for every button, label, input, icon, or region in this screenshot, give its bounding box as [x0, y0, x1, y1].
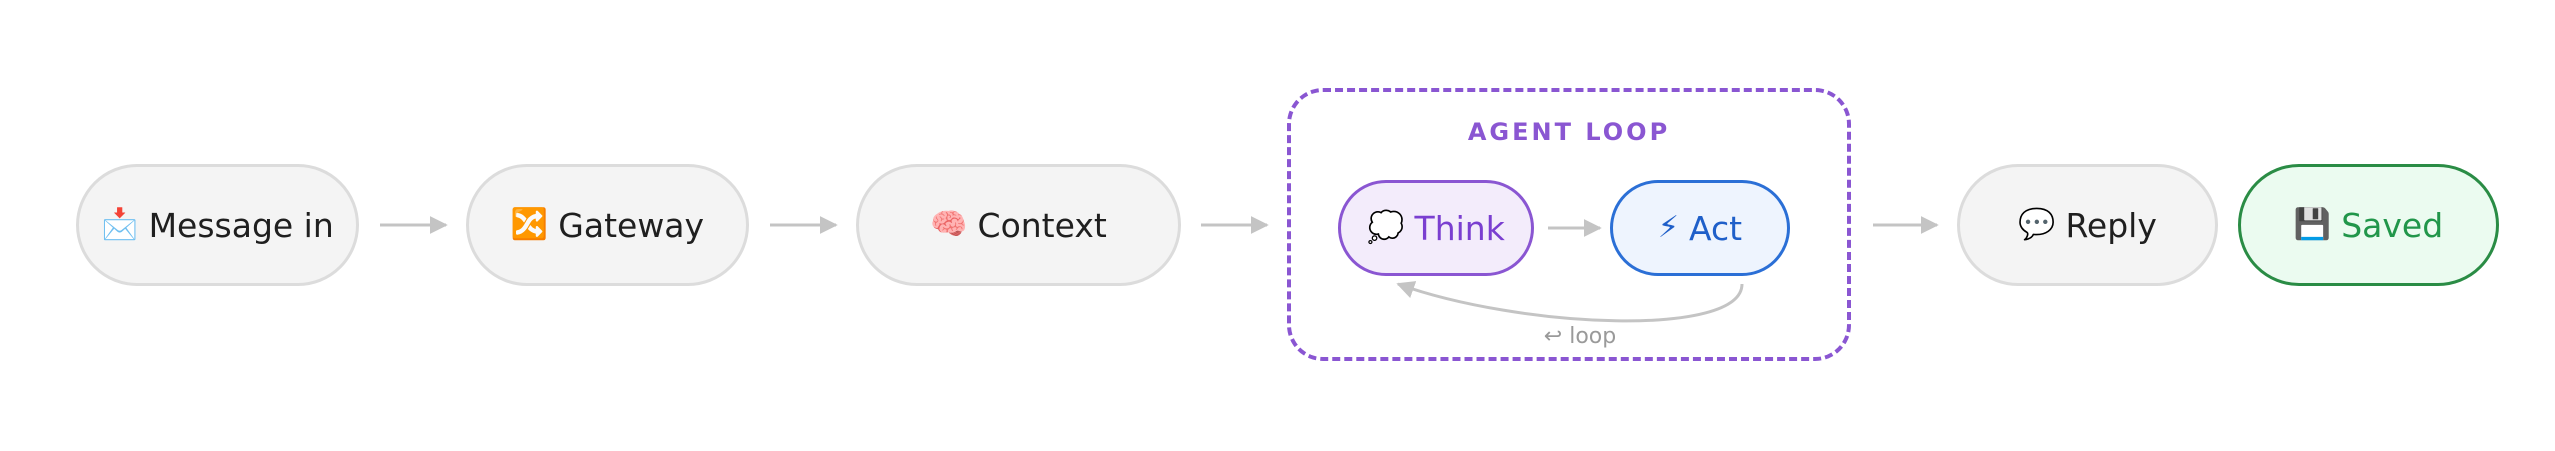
brain-icon: 🧠 [930, 207, 968, 242]
node-act: ⚡ Act [1610, 180, 1790, 276]
agent-loop-title: AGENT LOOP [1467, 118, 1671, 146]
loop-back-label: ↩ loop [1543, 324, 1617, 349]
node-think: 💭 Think [1338, 180, 1534, 276]
loop-back-arrow [1396, 281, 1744, 323]
speech-bubble-icon: 💬 [2018, 207, 2056, 242]
node-act-label: Act [1689, 208, 1743, 248]
node-reply: 💬 Reply [1957, 164, 2218, 286]
floppy-disk-icon: 💾 [2293, 207, 2332, 242]
node-reply-label: Reply [2065, 205, 2157, 245]
node-saved: 💾 Saved [2238, 164, 2499, 286]
node-message-in: 📩 Message in [76, 164, 359, 286]
node-message-in-label: Message in [148, 205, 334, 245]
shuffle-icon: 🔀 [510, 207, 549, 242]
lightning-icon: ⚡ [1657, 210, 1679, 245]
node-context-label: Context [977, 205, 1107, 245]
thought-bubble-icon: 💭 [1367, 210, 1405, 245]
node-gateway: 🔀 Gateway [466, 164, 749, 286]
node-gateway-label: Gateway [558, 205, 705, 245]
envelope-icon: 📩 [101, 207, 139, 242]
node-saved-label: Saved [2341, 205, 2444, 245]
node-context: 🧠 Context [856, 164, 1181, 286]
node-think-label: Think [1414, 208, 1505, 248]
agent-loop-container [1287, 88, 1851, 361]
